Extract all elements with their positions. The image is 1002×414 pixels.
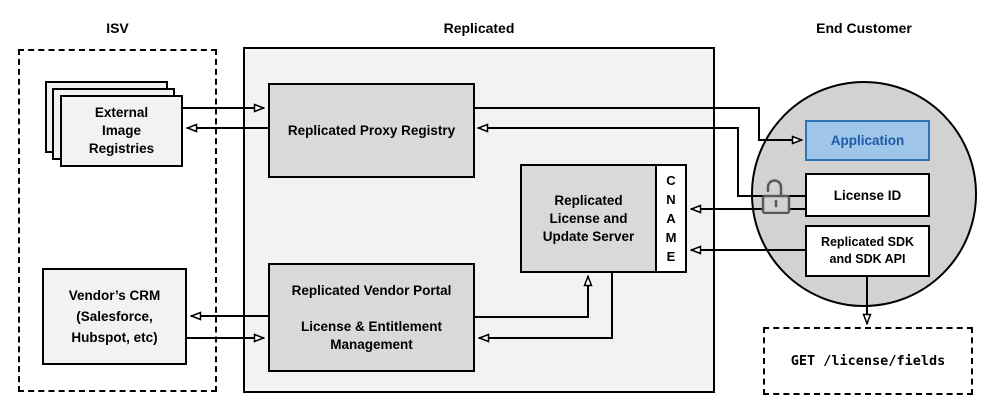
cname-strip: C N A M E (655, 166, 685, 271)
replicated-license-update-server-label: Replicated License and Update Server (522, 166, 655, 271)
vendors-crm-label: Vendor’s CRM (Salesforce, Hubspot, etc) (68, 288, 161, 345)
vendors-crm-node: Vendor’s CRM (Salesforce, Hubspot, etc) (42, 268, 187, 365)
section-title-isv: ISV (106, 20, 129, 36)
get-license-fields-node: GET /license/fields (763, 327, 973, 395)
external-image-registries-node: External Image Registries (60, 95, 183, 167)
application-label: Application (830, 133, 905, 148)
section-title-end-customer: End Customer (816, 20, 912, 36)
replicated-sdk-label: Replicated SDK and SDK API (820, 235, 915, 266)
replicated-vendor-portal-label: Replicated Vendor Portal License & Entit… (291, 282, 452, 352)
license-id-label: License ID (833, 187, 902, 203)
replicated-proxy-registry-label: Replicated Proxy Registry (287, 123, 456, 138)
replicated-license-update-server-node: Replicated License and Update Server C N… (520, 164, 687, 273)
cname-label: C N A M E (665, 173, 677, 264)
replicated-vendor-portal-node: Replicated Vendor Portal License & Entit… (268, 263, 475, 372)
license-id-node: License ID (805, 173, 930, 217)
section-title-replicated: Replicated (443, 20, 515, 36)
replicated-sdk-node: Replicated SDK and SDK API (805, 225, 930, 277)
open-padlock-icon (761, 179, 791, 214)
replicated-proxy-registry-node: Replicated Proxy Registry (268, 83, 475, 178)
get-license-fields-label: GET /license/fields (790, 353, 946, 369)
application-node: Application (805, 120, 930, 161)
external-image-registries-label: External Image Registries (88, 105, 155, 156)
